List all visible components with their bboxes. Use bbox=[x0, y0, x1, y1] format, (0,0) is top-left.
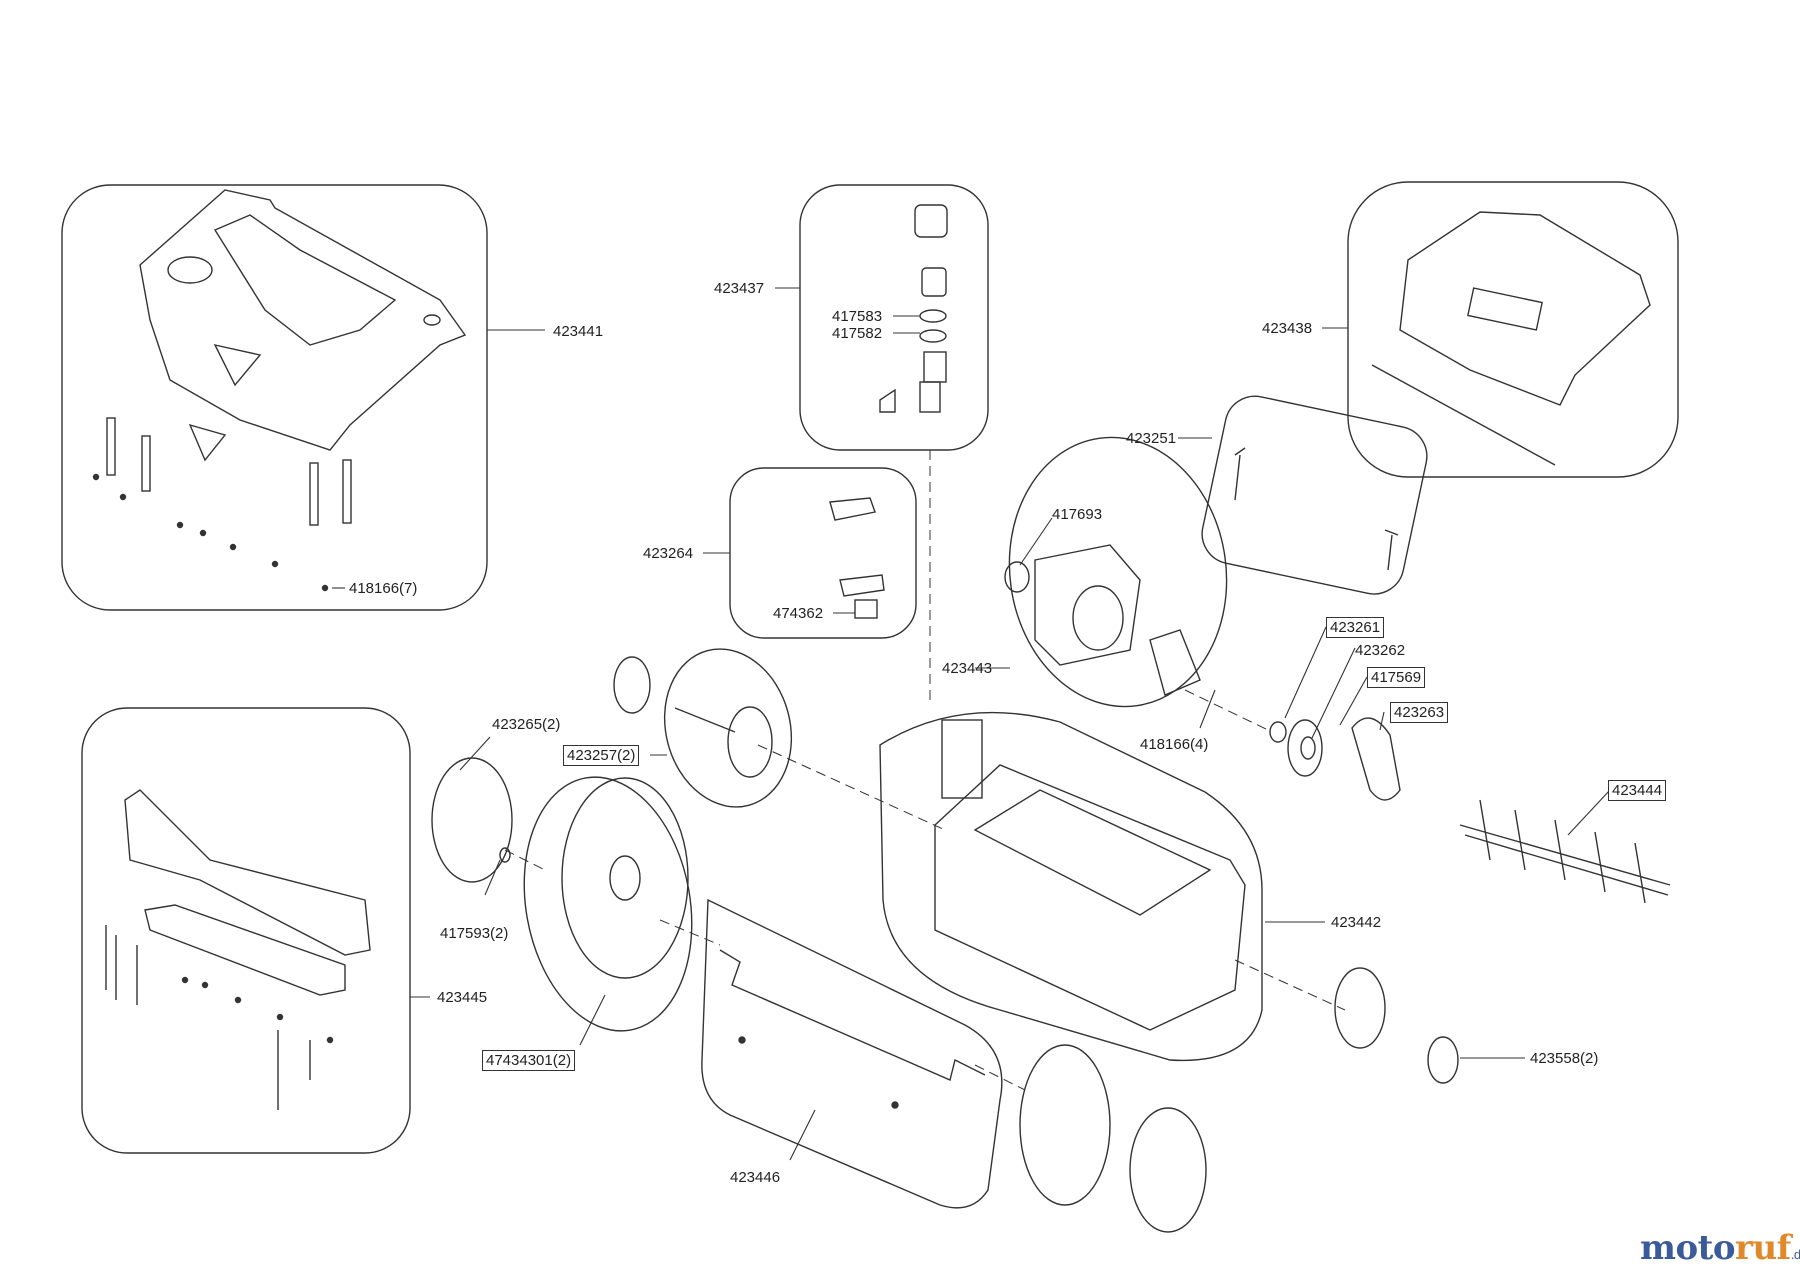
part-label-417569: 417569 bbox=[1367, 667, 1426, 688]
top-cover-knob-hole bbox=[167, 256, 213, 284]
scarifier-roller-part bbox=[1459, 799, 1671, 904]
leader-lines bbox=[332, 287, 1611, 1161]
part-label-417693: 417693 bbox=[1052, 506, 1103, 523]
part-label-474362: 474362 bbox=[773, 605, 824, 622]
grass-box-part bbox=[1399, 211, 1651, 406]
part-label-423444: 423444 bbox=[1608, 780, 1667, 801]
wheel-cover-right bbox=[1129, 1107, 1207, 1233]
part-label-423251: 423251 bbox=[1126, 430, 1177, 447]
spring-left bbox=[1234, 447, 1246, 501]
wheel-hubcap-left bbox=[499, 847, 511, 863]
group-frame-front-bumper bbox=[81, 707, 411, 1154]
pulley-423261-part bbox=[1287, 719, 1323, 777]
large-wheel-left bbox=[561, 777, 689, 979]
group-frame-chassis bbox=[879, 711, 1263, 1062]
part-label-423441: 423441 bbox=[553, 323, 604, 340]
switch-parts bbox=[879, 204, 948, 413]
group-frame-front-axle bbox=[663, 648, 793, 808]
chassis-part bbox=[934, 719, 1246, 1031]
group-frame-rear-axle bbox=[701, 898, 1003, 1209]
group-frame-motor bbox=[1008, 436, 1228, 708]
part-label-417593-2: 417593(2) bbox=[440, 925, 509, 942]
wheel-cover-left bbox=[431, 757, 513, 883]
group-frame-switch bbox=[799, 184, 989, 451]
spacer-tubes bbox=[106, 417, 352, 526]
part-label-423261: 423261 bbox=[1326, 617, 1385, 638]
part-label-423443: 423443 bbox=[942, 660, 993, 677]
part-label-417582: 417582 bbox=[832, 325, 883, 342]
washer-417569-part bbox=[1269, 721, 1287, 743]
part-label-423257-2: 423257(2) bbox=[563, 745, 640, 766]
part-label-423262: 423262 bbox=[1355, 642, 1406, 659]
front-small-wheel-outer bbox=[613, 656, 651, 714]
brand-name-part-a: moto bbox=[1640, 1228, 1736, 1268]
group-frame-top-cover bbox=[61, 184, 488, 611]
part-label-423263: 423263 bbox=[1390, 702, 1449, 723]
front-axle-shaft bbox=[674, 707, 736, 733]
bumper-screws bbox=[105, 925, 334, 1110]
part-label-423264: 423264 bbox=[643, 545, 694, 562]
part-label-423442: 423442 bbox=[1331, 914, 1382, 931]
loose-triangle-badge bbox=[188, 423, 227, 462]
brand-tld: .de bbox=[1790, 1247, 1800, 1262]
large-wheel-right bbox=[1019, 1044, 1111, 1206]
motor-assembly bbox=[1004, 544, 1201, 696]
top-cover-small-hole bbox=[423, 314, 441, 326]
rear-axle-screws bbox=[738, 1036, 899, 1109]
part-label-47434301-2: 47434301(2) bbox=[482, 1050, 576, 1071]
brand-logo: motoruf.de bbox=[1640, 1228, 1800, 1268]
drive-belt-part bbox=[1351, 717, 1401, 801]
top-cover-part bbox=[139, 189, 467, 451]
group-frame-wheel-pair bbox=[523, 776, 693, 1032]
part-label-423445: 423445 bbox=[437, 989, 488, 1006]
large-wheel-left-hub bbox=[609, 855, 641, 901]
front-bumper-part bbox=[124, 789, 371, 996]
part-label-423438: 423438 bbox=[1262, 320, 1313, 337]
part-label-418166-4: 418166(4) bbox=[1140, 736, 1209, 753]
grass-box-label-panel bbox=[1467, 287, 1543, 331]
top-cover-inner-ridge bbox=[213, 214, 397, 346]
group-frame-grass-box bbox=[1347, 181, 1679, 478]
grass-box-rod bbox=[1371, 364, 1556, 466]
pulley-423262-part bbox=[1300, 736, 1316, 760]
assembly-axes bbox=[504, 450, 1346, 1091]
top-cover-triangle-emblem bbox=[213, 343, 262, 387]
part-label-423446: 423446 bbox=[730, 1169, 781, 1186]
part-label-423558-2: 423558(2) bbox=[1530, 1050, 1599, 1067]
front-small-wheel-inner bbox=[727, 706, 773, 778]
part-label-417583: 417583 bbox=[832, 308, 883, 325]
part-label-423437: 423437 bbox=[714, 280, 765, 297]
rear-small-cap bbox=[1427, 1036, 1459, 1084]
cable-clamp-parts bbox=[829, 497, 885, 619]
rear-axle-rod bbox=[719, 949, 986, 1081]
brand-name-part-b: ruf bbox=[1735, 1228, 1791, 1268]
part-label-418166-7: 418166(7) bbox=[349, 580, 418, 597]
group-frame-springs bbox=[1201, 395, 1428, 595]
spring-right bbox=[1384, 529, 1399, 571]
top-cover-screws bbox=[92, 473, 329, 592]
rear-small-wheel bbox=[1334, 967, 1386, 1049]
part-label-423265-2: 423265(2) bbox=[492, 716, 561, 733]
